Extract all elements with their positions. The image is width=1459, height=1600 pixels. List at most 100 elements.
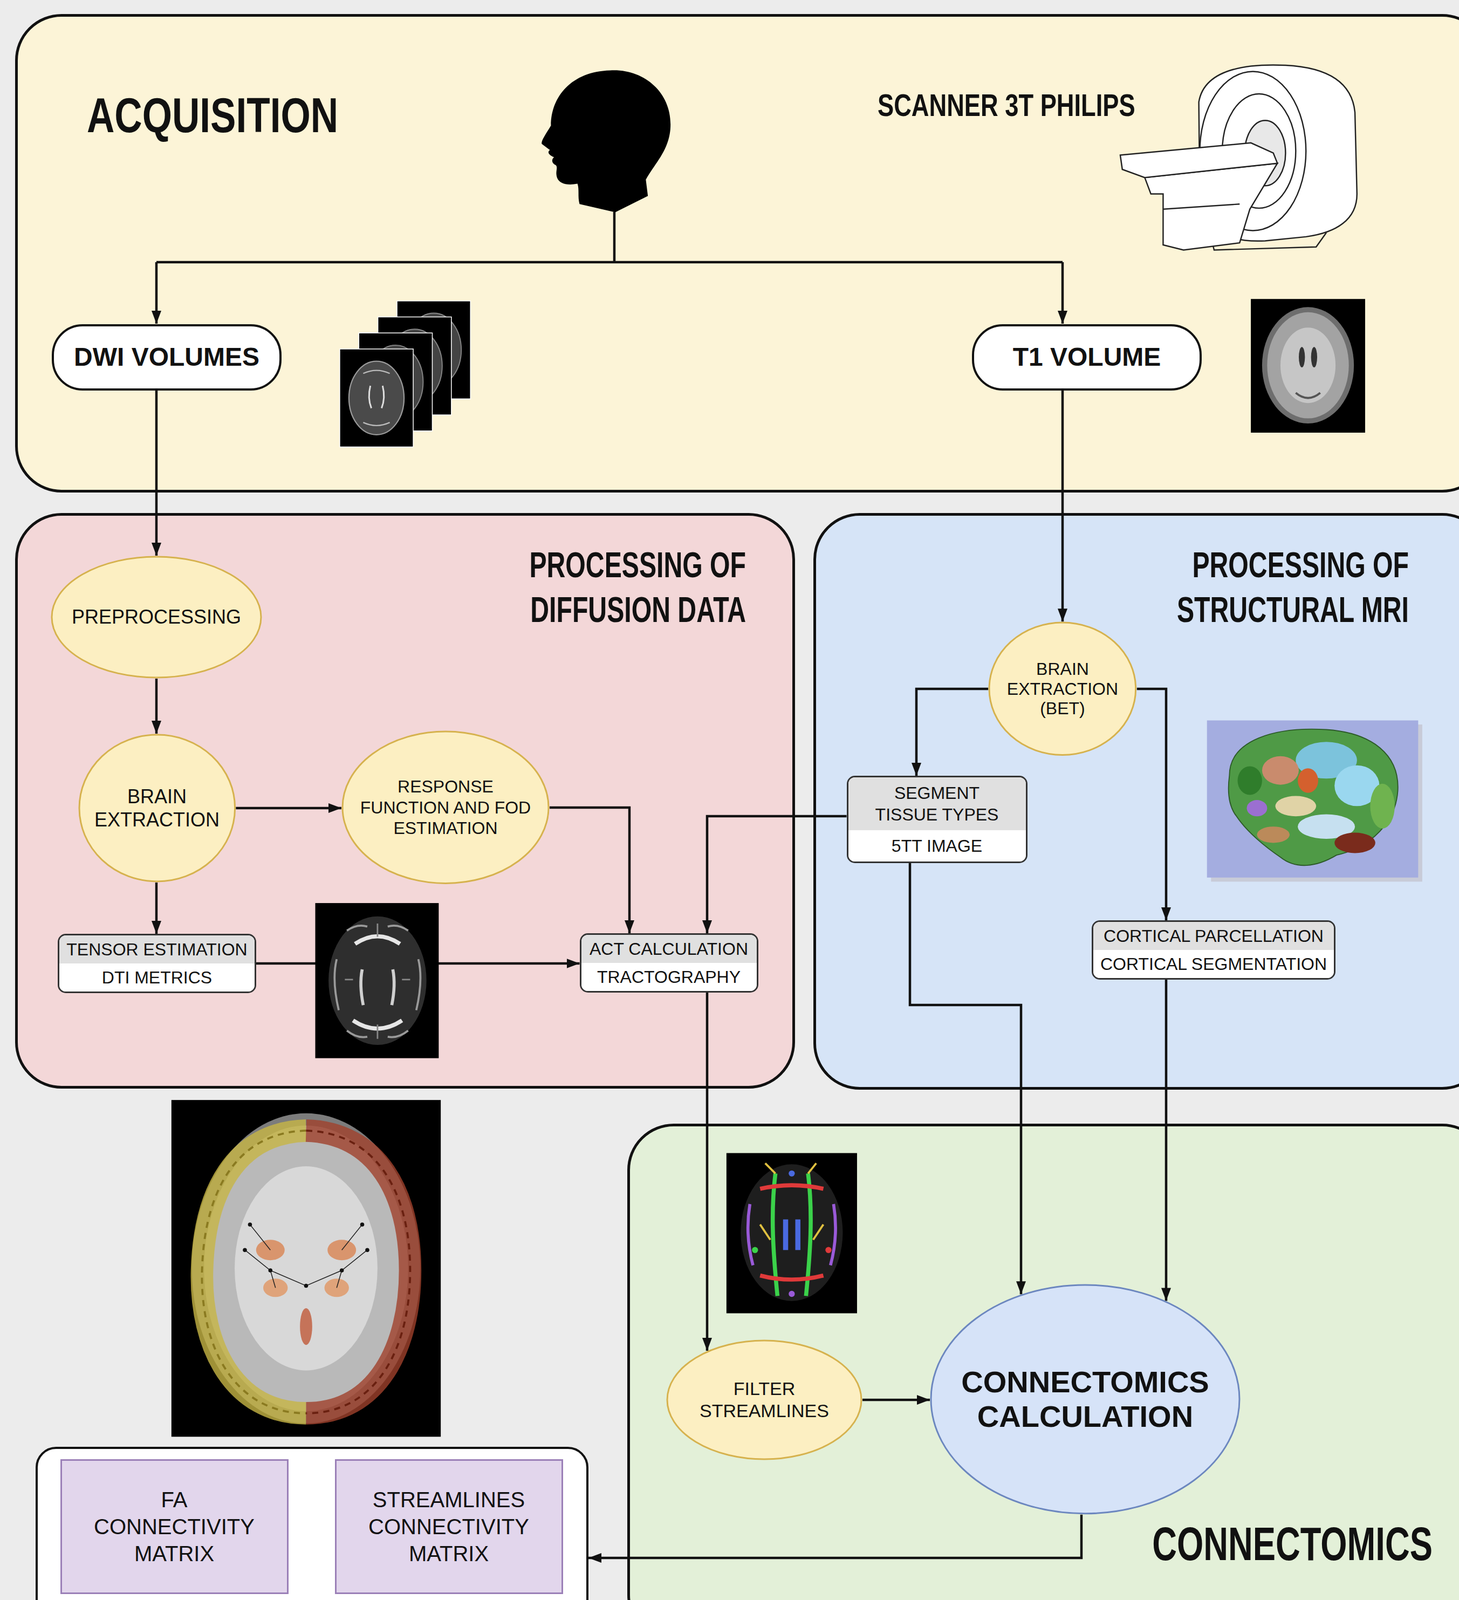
dwi-volume-stack (362, 370, 390, 426)
tractography-render (788, 1170, 795, 1177)
process-ellipse: RESPONSE FUNCTION AND FOD ESTIMATION (341, 730, 550, 885)
ellipse-outline (79, 734, 236, 882)
dwi-volume-stack (339, 300, 471, 448)
scanner-label: SCANNER 3T PHILIPS (877, 88, 1136, 122)
ellipse-outline (667, 1340, 862, 1459)
node-label: CONNECTOMICS CALCULATION (944, 1364, 1226, 1435)
parcellated-brain-slice (365, 1247, 370, 1252)
parcellated-brain-slice (201, 1130, 306, 1414)
box-section: DTI METRICS (59, 963, 255, 992)
parcellated-brain-slice (234, 1166, 378, 1371)
cortical-brain-render (1262, 756, 1299, 785)
node-label: DWI VOLUMES (73, 341, 260, 373)
connector-arrow (707, 816, 847, 934)
cortical-brain-render (1256, 826, 1290, 843)
parcellated-brain-slice (299, 1307, 313, 1345)
mri-scanner (1120, 65, 1358, 251)
fa-map (352, 936, 402, 1029)
volume-box: DWI VOLUMES (51, 324, 282, 391)
t1-slice (1311, 346, 1318, 368)
split-arrow (1061, 262, 1065, 324)
cortical-brain-render (1370, 783, 1395, 829)
fa-map (344, 923, 410, 1039)
tractography-render (825, 1247, 832, 1253)
t1-slice (1266, 312, 1349, 419)
parcellated-brain-slice (248, 1222, 253, 1227)
cortical-brain-render (1334, 832, 1376, 854)
dwi-volume-stack (339, 348, 414, 448)
panel-title: CONNECTOMICS (1152, 1518, 1433, 1569)
fa-map (334, 925, 421, 1038)
node-label: STREAMLINES CONNECTIVITY MATRIX (357, 1485, 541, 1567)
step-box: TENSOR ESTIMATIONDTI METRICS (57, 933, 256, 993)
split-arrow (155, 262, 159, 324)
parcellated-brain-slice (305, 1130, 410, 1414)
cortical-brain-render (1228, 729, 1399, 866)
process-ellipse: PREPROCESSING (50, 555, 263, 679)
node-label: 5TT IMAGE (891, 834, 983, 857)
ellipse-outline (989, 622, 1136, 755)
process-ellipse: CONNECTOMICS CALCULATION (929, 1283, 1241, 1515)
tractography-render (726, 1153, 858, 1314)
panel-title-holder: PROCESSING OF DIFFUSION DATA (400, 542, 746, 633)
matrix-box: FA CONNECTIVITY MATRIX (60, 1459, 289, 1594)
cortical-brain-render (1207, 720, 1419, 878)
connector-arrow (916, 688, 989, 776)
box-section: ACT CALCULATION (581, 934, 757, 963)
cortical-brain-render (1297, 768, 1319, 793)
tractography-render (740, 1163, 843, 1301)
dwi-volume-stack (348, 361, 404, 435)
head-split-lines (156, 211, 1063, 324)
t1-slice (1262, 306, 1354, 424)
node-label: TENSOR ESTIMATION (66, 938, 248, 961)
fa-map (315, 902, 440, 1059)
parcellated-brain-slice (339, 1268, 345, 1273)
output-box: FA CONNECTIVITY MATRIX STREAMLINES CONNEC… (35, 1446, 589, 1600)
box-section: CORTICAL PARCELLATION (1093, 921, 1334, 950)
ellipse-outline (78, 733, 237, 883)
parcellated-brain-slice (171, 1099, 441, 1437)
connector-arrow (155, 882, 159, 934)
split-line (156, 211, 1063, 263)
step-box: ACT CALCULATIONTRACTOGRAPHY (579, 933, 759, 993)
cortical-brain-render (1207, 720, 1423, 882)
node-label: FILTER STREAMLINES (683, 1377, 846, 1422)
parcellated-brain-slice (268, 1268, 273, 1273)
node-label: CORTICAL PARCELLATION (1103, 925, 1324, 947)
t1-slice (1250, 298, 1366, 433)
box-section: TENSOR ESTIMATION (59, 935, 255, 964)
parcellated-brain-slice (171, 1099, 441, 1437)
ellipse-outline (666, 1339, 863, 1461)
connector-arrow (862, 1398, 930, 1402)
panel-title-holder: ACQUISITION (86, 115, 406, 167)
connector-arrow (1061, 390, 1065, 622)
illustrations (171, 65, 1423, 1437)
step-box: CORTICAL PARCELLATIONCORTICAL SEGMENTATI… (1091, 920, 1336, 980)
t1-slice (1295, 392, 1320, 398)
parcellated-brain-slice (192, 1113, 421, 1424)
parcellated-brain-slice (242, 1247, 248, 1252)
parcellated-brain-slice (305, 1130, 410, 1414)
tractography-render (785, 1218, 799, 1250)
process-ellipse: BRAIN EXTRACTION (BET) (988, 621, 1137, 756)
connector-arrow (549, 807, 630, 934)
mri-scanner (1120, 142, 1278, 178)
box-section: 5TT IMAGE (848, 830, 1026, 862)
dwi-volume-stack (368, 385, 385, 409)
parcellated-brain-slice (244, 1224, 368, 1288)
fa-map (328, 916, 427, 1045)
head-silhouette (541, 70, 671, 212)
fa-map (360, 969, 395, 1005)
node-label: RESPONSE FUNCTION AND FOD ESTIMATION (359, 776, 532, 839)
volume-box: T1 VOLUME (971, 324, 1202, 391)
head-silhouette (541, 70, 671, 212)
panel-title: PROCESSING OF STRUCTURAL MRI (1133, 542, 1409, 633)
connector-arrow (706, 992, 709, 1351)
tractography-render (759, 1184, 824, 1280)
node-label: SEGMENT TISSUE TYPES (865, 782, 1009, 826)
panel-title-holder: PROCESSING OF STRUCTURAL MRI (1031, 542, 1409, 633)
connector-arrow (155, 678, 159, 734)
tractography-render (751, 1247, 758, 1253)
connector-arrow (1165, 979, 1168, 1301)
tractography-render (759, 1162, 824, 1240)
